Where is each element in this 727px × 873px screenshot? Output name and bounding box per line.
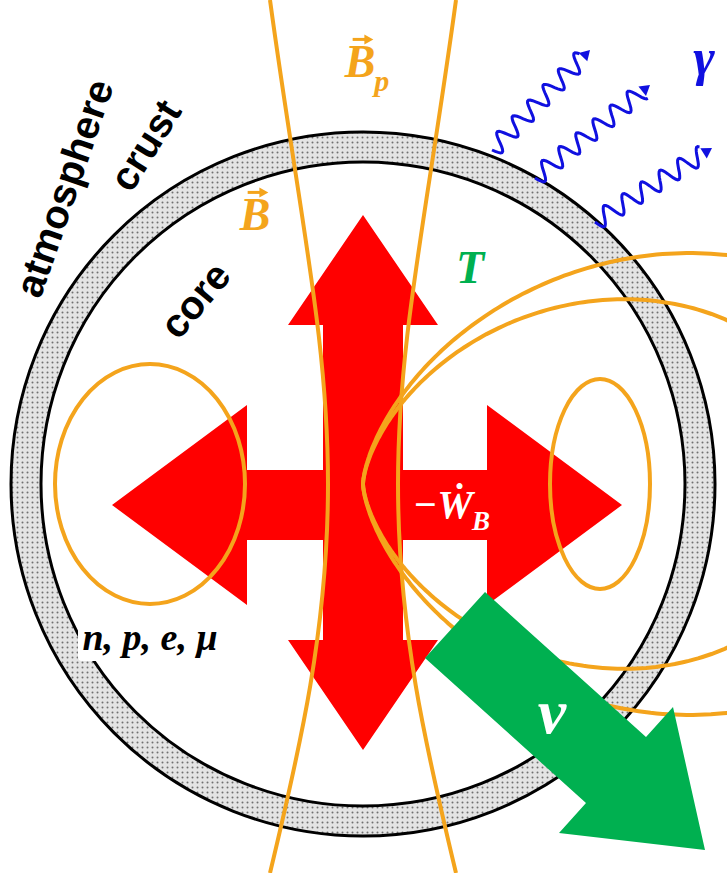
neutrino-label: ν (538, 674, 566, 751)
field-line (363, 253, 727, 715)
field-line (270, 0, 328, 873)
field-line (363, 299, 727, 668)
layer-label: core (149, 252, 240, 348)
energy-subscript: B (472, 505, 490, 537)
temperature-label: T (456, 240, 484, 295)
layer-label: atmosphere (4, 73, 123, 303)
photon-waves (492, 50, 712, 227)
photon-wave (535, 91, 648, 182)
photon-wave (595, 147, 700, 227)
photon-arrowhead (579, 50, 590, 61)
photon-wave (492, 53, 580, 153)
field-label: B (345, 34, 376, 89)
magnetic-field-lines (55, 0, 727, 873)
field-loop (55, 364, 245, 604)
neutrino-arrow (425, 592, 705, 850)
photon-arrowhead (638, 85, 650, 96)
photon-arrowhead (700, 148, 712, 158)
energy-label: −Ẇ (413, 481, 473, 529)
field-label: B (240, 187, 271, 242)
field-line (398, 0, 456, 873)
photon-label: γ (693, 27, 715, 89)
particle-label: n, p, e, μ (78, 615, 221, 661)
field-subscript: p (374, 63, 389, 99)
field-loop (550, 379, 650, 589)
